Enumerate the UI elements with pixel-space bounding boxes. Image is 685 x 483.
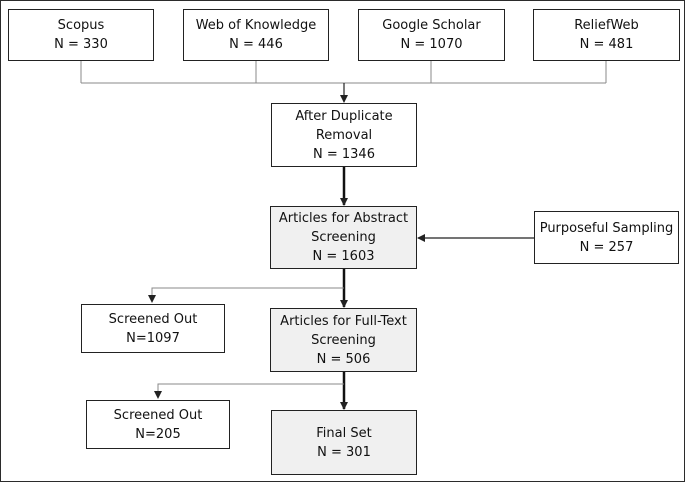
fulltext-screening-box: Articles for Full-Text Screening N = 506 <box>270 308 417 372</box>
final-set-box: Final Set N = 301 <box>271 410 417 475</box>
source-web-of-knowledge: Web of Knowledge N = 446 <box>183 9 329 61</box>
screened-out-box-2: Screened Out N=205 <box>86 400 230 449</box>
source-reliefweb: ReliefWeb N = 481 <box>533 9 680 61</box>
purposeful-sampling-box: Purposeful Sampling N = 257 <box>534 211 679 264</box>
source-merge-lines <box>80 61 607 84</box>
abstract-screening-box: Articles for Abstract Screening N = 1603 <box>270 206 417 269</box>
arrow-to-screened-out-1 <box>148 287 344 303</box>
screened-out-box-1: Screened Out N=1097 <box>81 304 225 353</box>
arrow-to-screened-out-2 <box>154 383 344 399</box>
source-scopus: Scopus N = 330 <box>8 9 154 61</box>
dedup-box: After Duplicate Removal N = 1346 <box>271 103 417 167</box>
source-google-scholar: Google Scholar N = 1070 <box>358 9 505 61</box>
